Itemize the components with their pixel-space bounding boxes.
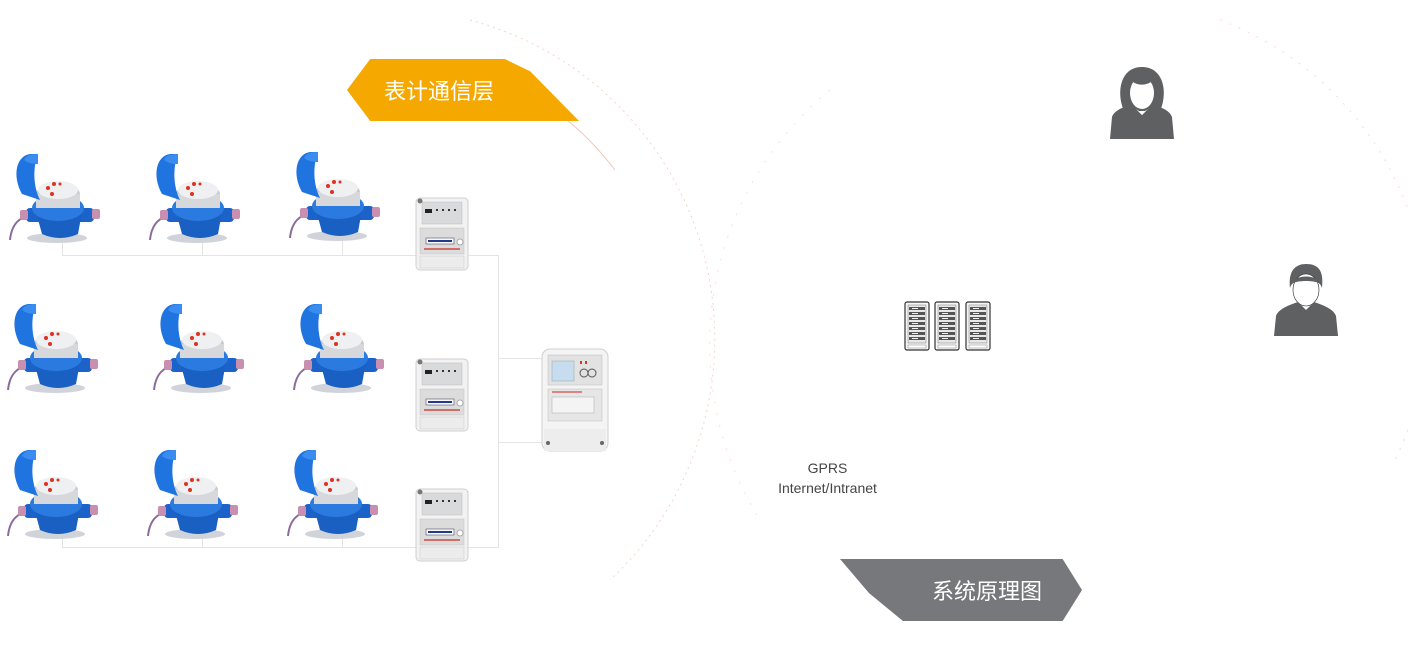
server-icon xyxy=(934,301,960,351)
water-meter xyxy=(0,446,100,541)
water-meter xyxy=(142,150,242,245)
network-caption: GPRS Internet/Intranet xyxy=(760,458,895,498)
row1-drop-c xyxy=(342,240,343,255)
network-caption-internet: Internet/Intranet xyxy=(778,480,877,496)
collector-meter xyxy=(414,357,470,433)
collector-meter xyxy=(414,487,470,563)
female-user-icon xyxy=(1110,67,1174,139)
row1-drop-b xyxy=(202,240,203,255)
water-meter xyxy=(140,446,240,541)
server-icon xyxy=(904,301,930,351)
trunk-branch-lower xyxy=(498,442,542,443)
male-user-icon xyxy=(1274,264,1338,336)
row1-bus-line xyxy=(62,255,498,256)
water-meter xyxy=(0,300,100,395)
row3-drop-a xyxy=(62,532,63,547)
water-meter xyxy=(146,300,246,395)
water-meter xyxy=(280,446,380,541)
network-caption-gprs: GPRS xyxy=(807,460,848,476)
system-diagram-label: 系统原理图 xyxy=(931,580,1042,605)
meter-layer-label: 表计通信层 xyxy=(384,80,495,105)
water-meter xyxy=(282,148,382,243)
row1-drop-a xyxy=(62,240,63,255)
right-circle-arc-left xyxy=(709,89,831,521)
water-meter xyxy=(2,150,102,245)
water-meter xyxy=(286,300,386,395)
collector-meter xyxy=(414,196,470,272)
row3-drop-c xyxy=(342,532,343,547)
row3-drop-b xyxy=(202,532,203,547)
server-icon xyxy=(965,301,991,351)
left-circle-arc xyxy=(469,19,716,581)
trunk-vertical-line xyxy=(498,255,499,548)
meter-layer-banner: 表计通信层 xyxy=(347,59,579,121)
concentrator xyxy=(541,348,609,452)
trunk-branch-upper xyxy=(498,358,542,359)
row3-bus-line xyxy=(62,547,498,548)
right-circle-arc xyxy=(1219,19,1408,461)
